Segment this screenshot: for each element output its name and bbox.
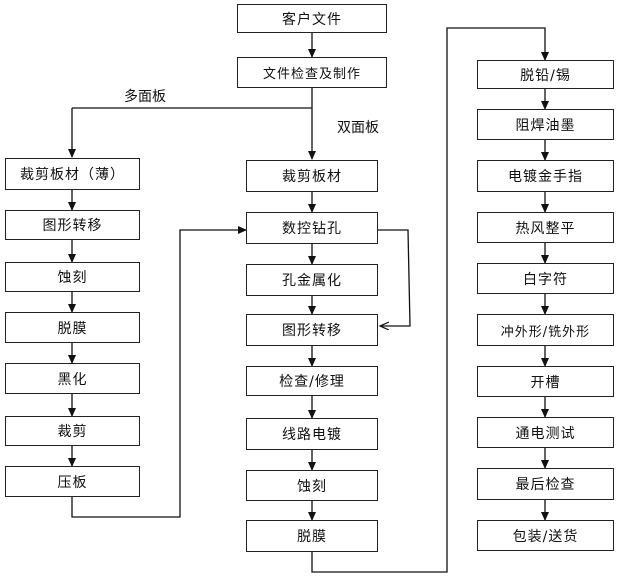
middle-step-1: 裁剪板材 — [246, 160, 378, 192]
right-step-6: 冲外形/铣外形 — [477, 314, 614, 346]
right-step-2: 阻焊油墨 — [477, 109, 614, 140]
left-step-1: 裁剪板材（薄） — [5, 158, 140, 190]
middle-step-4: 图形转移 — [246, 314, 378, 346]
right-step-4: 热风整平 — [477, 212, 614, 243]
label-double-sided: 双面板 — [337, 120, 379, 136]
right-step-9: 最后检查 — [477, 468, 614, 500]
right-step-3: 电镀金手指 — [477, 160, 614, 192]
left-step-7: 压板 — [5, 466, 140, 497]
bypass-drill-to-pattern — [378, 229, 411, 326]
right-step-1: 脱铅/锡 — [477, 60, 614, 89]
branch-line — [72, 88, 313, 109]
step-customer-files: 客户文件 — [237, 4, 387, 33]
middle-step-5: 检查/修理 — [246, 366, 378, 396]
link-to-right-column — [311, 27, 549, 573]
right-step-5: 白字符 — [477, 263, 614, 294]
middle-step-7: 蚀刻 — [246, 470, 378, 501]
left-step-3: 蚀刻 — [5, 262, 140, 292]
left-step-5: 黑化 — [5, 363, 140, 394]
middle-step-2: 数控钻孔 — [246, 212, 378, 244]
label-multilayer: 多面板 — [124, 89, 166, 105]
middle-step-6: 线路电镀 — [246, 418, 378, 450]
left-step-4: 脱膜 — [5, 312, 140, 343]
left-step-2: 图形转移 — [5, 210, 140, 240]
loop-press-to-drill — [71, 226, 247, 518]
right-step-10: 包装/送货 — [477, 520, 614, 551]
right-step-8: 通电测试 — [477, 417, 614, 448]
middle-step-3: 孔金属化 — [246, 264, 378, 296]
right-step-7: 开槽 — [477, 366, 614, 397]
middle-step-8: 脱膜 — [246, 520, 378, 552]
step-file-check: 文件检查及制作 — [237, 57, 387, 88]
left-step-6: 裁剪 — [5, 416, 140, 446]
